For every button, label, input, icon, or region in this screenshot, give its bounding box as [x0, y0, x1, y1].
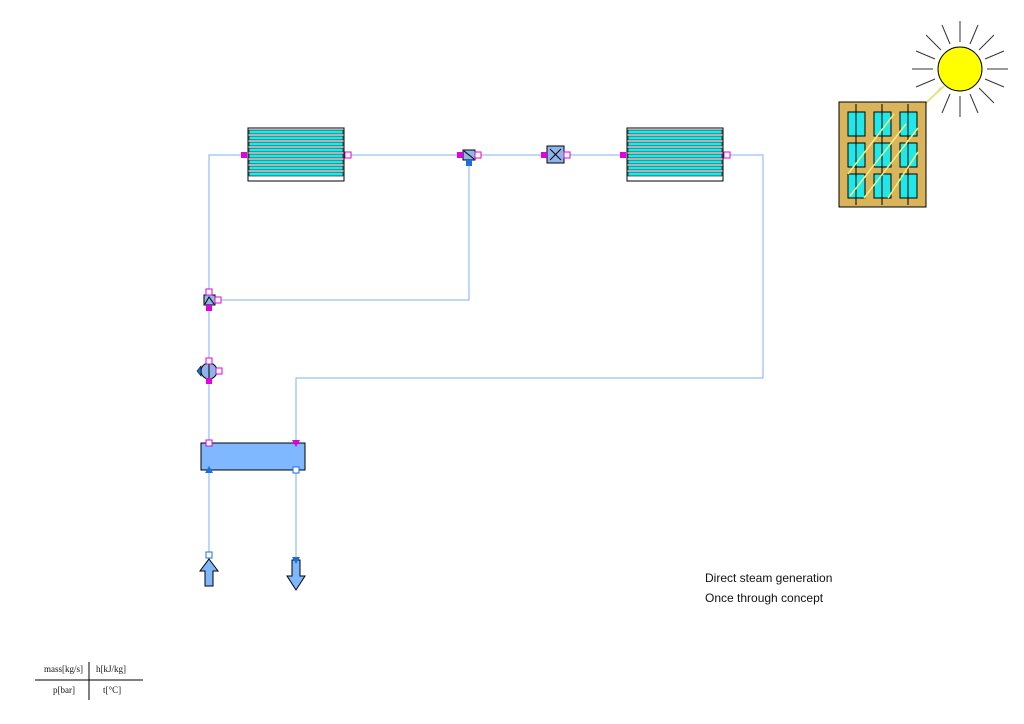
collector-2-outlet-port: [723, 151, 731, 159]
hx-port-top-left: [205, 439, 213, 447]
feedwater-pump[interactable]: [196, 357, 223, 384]
pipe-loop-left: [208, 154, 245, 293]
splitter-port-top: [205, 288, 213, 296]
pump-port-top: [205, 357, 213, 365]
outlet-port: [292, 557, 300, 564]
legend-enthalpy: h[kJ/kg]: [96, 664, 126, 674]
legend-temperature: t[°C]: [103, 685, 122, 695]
solar-collector-1[interactable]: [241, 127, 352, 182]
solar-collector-2[interactable]: [620, 127, 731, 182]
solar-panel: [838, 101, 927, 208]
collector-1-stripes: [248, 129, 344, 177]
collector-1-outlet-port: [344, 151, 352, 159]
junction-port-right: [474, 151, 482, 159]
legend-grid: [35, 662, 143, 700]
pump-port-right: [215, 367, 223, 375]
outlet-arrow[interactable]: [286, 557, 306, 591]
hx-port-top-right: [292, 440, 300, 447]
note-line-2: Once through concept: [705, 591, 824, 605]
inlet-arrow[interactable]: [199, 551, 219, 587]
junction-port-bottom: [466, 160, 472, 166]
mixing-junction[interactable]: [457, 149, 482, 166]
note-line-1: Direct steam generation: [705, 571, 833, 585]
collector-1-inlet-port: [241, 152, 247, 158]
splitter-port-right: [214, 296, 222, 304]
valve-port-left: [541, 152, 547, 158]
pump-port-bottom: [206, 378, 212, 384]
heat-exchanger[interactable]: [200, 439, 306, 474]
junction-port-left: [457, 152, 463, 158]
legend-mass: mass[kg/s]: [44, 664, 83, 674]
pipe-return: [295, 154, 764, 440]
inlet-port: [205, 551, 213, 559]
legend-pressure: p[bar]: [53, 685, 75, 695]
injection-valve[interactable]: [541, 145, 571, 164]
collector-2-stripes: [627, 129, 723, 177]
pipe-injection: [218, 162, 470, 301]
sun: [909, 21, 1008, 119]
splitter-port-bottom: [206, 305, 212, 311]
valve-port-right: [563, 151, 571, 159]
hx-port-bottom-right: [292, 466, 300, 474]
collector-2-inlet-port: [620, 152, 626, 158]
pipes: [208, 154, 764, 558]
splitter[interactable]: [203, 288, 222, 311]
hx-port-bottom-left: [205, 466, 213, 473]
